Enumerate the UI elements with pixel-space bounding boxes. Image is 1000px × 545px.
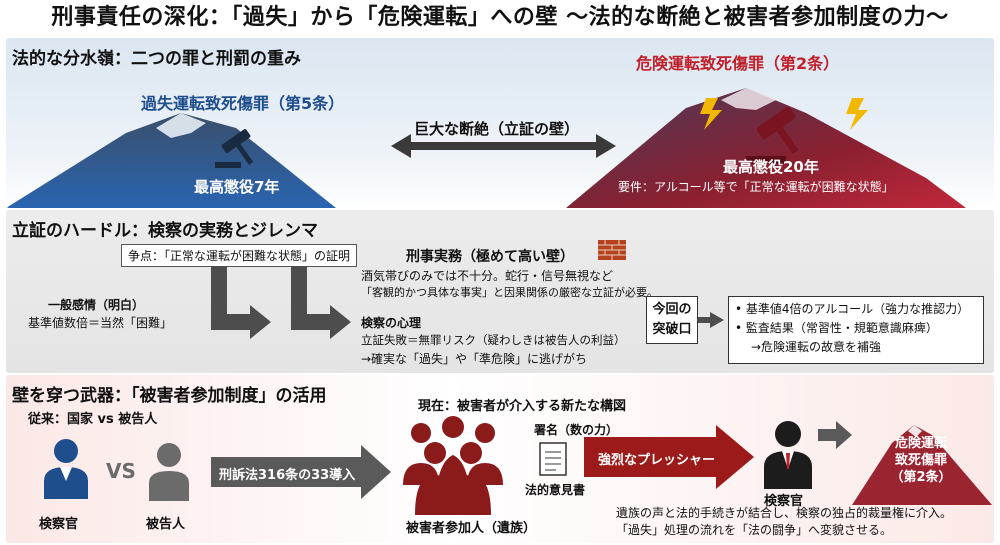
right-mountain: [566, 88, 966, 208]
breakthrough-item-3: →危険運転の故意を補強: [751, 340, 882, 354]
defendant-label: 被告人: [146, 517, 186, 532]
right-penalty: 最高懲役20年: [723, 158, 819, 176]
psych-title: 検察の心理: [361, 316, 422, 330]
gap-label: 巨大な断絶（立証の壁）: [414, 120, 580, 138]
breakthrough-item-1: • 基準値4倍のアルコール（強力な推認力）: [735, 302, 970, 316]
section1-heading: 法的な分水嶺：二つの罪と刑罰の重み: [12, 49, 301, 69]
gavel-icon: [215, 129, 254, 168]
right-requirement: 要件：アルコール等で「正常な運転が困難な状態」: [618, 180, 894, 194]
arrow-right-branch: [291, 266, 351, 339]
law-arrow: [211, 445, 391, 499]
victim-group-icon: [403, 416, 503, 515]
law-arrow-label: 刑訴法316条の33導入: [219, 468, 356, 483]
target-label: 危険運転 致死傷罪 （第2条）: [866, 435, 976, 486]
conclusion-line-1: 遺族の声と法的手続きが結合し、検察の独占的裁量権に介入。: [616, 506, 953, 520]
pressure-arrow: [584, 425, 754, 489]
prosecutor-suit-icon: [764, 421, 812, 489]
target-line-3: （第2条）: [890, 470, 952, 485]
prosecutor-icon: [44, 439, 88, 499]
vs-label: VS: [106, 459, 136, 483]
psych-line-1: 立証失敗＝無罪リスク（疑わしきは被告人の利益）: [361, 333, 626, 347]
section-legal-divide: 法的な分水嶺：二つの罪と刑罰の重み: [6, 38, 994, 208]
section2-heading: 立証のハードル：検察の実務とジレンマ: [12, 221, 318, 241]
defendant-icon: [149, 443, 189, 501]
target-line-2: 致死傷罪: [894, 453, 947, 468]
right-crime-label: 危険運転致死傷罪（第2条）: [636, 54, 840, 73]
brick-wall-icon: [598, 240, 626, 260]
double-arrow-icon: [391, 134, 616, 158]
target-line-1: 危険運転: [894, 436, 947, 451]
conclusion-line-2: 「過失」処理の流れを「法の闘争」へ変貌させる。: [616, 523, 893, 537]
gavel-icon: [746, 106, 799, 164]
now-label: 現在：被害者が介入する新たな構図: [418, 399, 627, 414]
breakthrough-line-2: 突破口: [652, 322, 692, 337]
section-victim-participation: 壁を穿つ武器：「被害者参加制度」の活用 従来：国家 vs 被告人: [6, 375, 994, 543]
left-crime-label: 過失運転致死傷罪（第5条）: [141, 94, 345, 113]
opinion-label: 法的意見書: [525, 483, 586, 497]
participants-label: 被害者参加人（遺族）: [406, 521, 537, 536]
psych-line-2: →確実な「過失」や「準危険」に逃げがち: [361, 352, 588, 366]
signature-label: 署名（数の力）: [534, 423, 619, 437]
document-icon: [539, 442, 567, 476]
target-mountain: [852, 425, 992, 505]
lightning-icon: [700, 98, 868, 130]
branch-arrows: [211, 240, 724, 339]
section3-heading: 壁を穿つ武器：「被害者参加制度」の活用: [12, 386, 327, 406]
mountains-illustration: [6, 88, 966, 208]
arrow-to-breakthrough: [696, 312, 724, 328]
practice-line-2: 「客観的かつ具体な事実」と因果関係の厳密な立証が必要。: [361, 286, 658, 299]
pressure-label: 強烈なプレッシャー: [598, 453, 716, 468]
breakthrough-item-2: • 監査結果（常習性・規範意識麻痺）: [735, 321, 938, 335]
public-sentiment-title: 一般感情（明白）: [48, 298, 145, 312]
practice-line-1: 酒気帯びのみでは不十分。蛇行・信号無視など: [361, 269, 614, 283]
prosecutor2-label: 検察官: [764, 494, 804, 509]
breakthrough-line-1: 今回の: [652, 302, 692, 317]
breakthrough-items-box: • 基準値4倍のアルコール（強力な推認力） • 監査結果（常習性・規範意識麻痺）…: [728, 296, 984, 364]
people-illustration: [44, 416, 992, 515]
public-sentiment-text: 基準値数倍＝当然「困難」: [28, 316, 173, 330]
prosecutor-label: 検察官: [39, 517, 79, 532]
small-arrow: [818, 421, 852, 449]
practice-title: 刑事実務（極めて高い壁）: [406, 249, 574, 265]
past-label: 従来：国家 vs 被告人: [28, 412, 158, 427]
page-title: 刑事責任の深化：「過失」から「危険運転」への壁 〜法的な断絶と被害者参加制度の力…: [51, 5, 949, 30]
arrow-left-branch: [211, 266, 271, 339]
breakthrough-box: 今回の 突破口: [646, 296, 698, 344]
issue-box: 争点：「正常な運転が困難な状態」の証明: [121, 244, 358, 267]
section-proof-hurdle: 立証のハードル：検察の実務とジレンマ 争点：「正常な運転が困難な状態」の証明: [6, 210, 994, 373]
left-mountain: [6, 113, 336, 208]
conclusion-text: 遺族の声と法的手続きが結合し、検察の独占的裁量権に介入。 「過失」処理の流れを「…: [616, 505, 952, 539]
left-penalty: 最高懲役7年: [194, 178, 280, 196]
